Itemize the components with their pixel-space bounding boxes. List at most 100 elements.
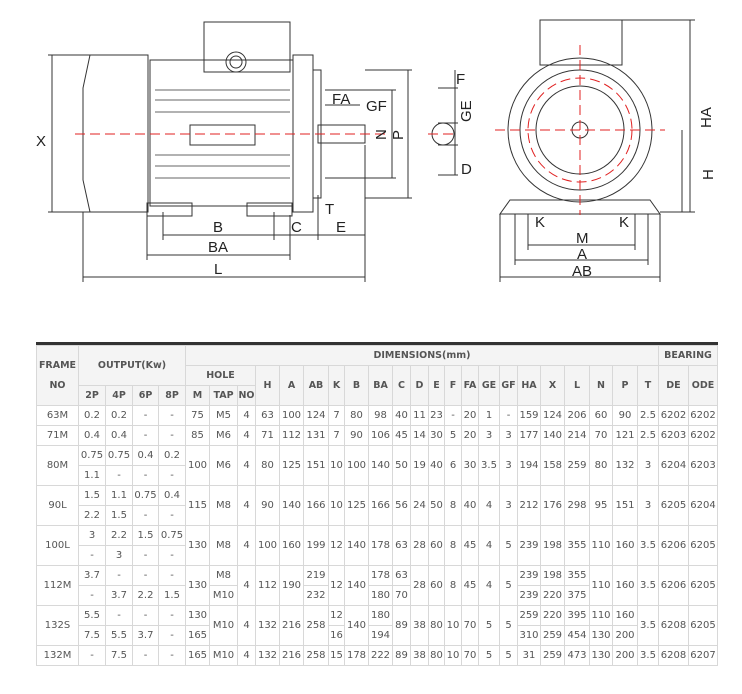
table-cell: 3.7 xyxy=(105,585,133,606)
table-cell: 158 xyxy=(540,445,565,486)
table-cell: 3.5 xyxy=(637,605,659,646)
table-cell: 3 xyxy=(499,425,518,446)
front-view xyxy=(499,19,695,282)
table-cell: 30 xyxy=(428,425,445,446)
table-cell: 38 xyxy=(410,605,429,646)
table-cell: 6205 xyxy=(658,485,689,526)
table-cell: 355 xyxy=(564,565,590,586)
table-cell: 3.7 xyxy=(78,565,106,586)
column-header: 4P xyxy=(105,385,133,406)
table-cell: 3.7 xyxy=(132,625,159,646)
table-cell: 112 xyxy=(255,565,280,606)
column-header: T xyxy=(637,365,659,406)
table-cell: 232 xyxy=(303,585,329,606)
column-header: N xyxy=(589,365,613,406)
center-lines xyxy=(75,45,665,215)
table-cell: 4 xyxy=(478,485,500,526)
table-cell: 212 xyxy=(517,485,541,526)
table-cell: 206 xyxy=(564,405,590,426)
table-cell: 6208 xyxy=(658,605,689,646)
table-cell: 125 xyxy=(279,445,304,486)
table-cell: 130 xyxy=(589,645,613,666)
table-cell: 7.5 xyxy=(105,645,133,666)
table-cell: 219 xyxy=(303,565,329,586)
dim-ge: GE xyxy=(458,100,475,122)
column-header: HA xyxy=(517,365,541,406)
table-cell: 132 xyxy=(612,445,638,486)
table-cell: 45 xyxy=(461,525,479,566)
table-cell: 38 xyxy=(410,645,429,666)
table-cell: 160 xyxy=(279,525,304,566)
table-cell: 190 xyxy=(279,565,304,606)
table-cell: 1 xyxy=(478,405,500,426)
table-cell: 375 xyxy=(564,585,590,606)
table-cell: - xyxy=(444,405,462,426)
table-cell: 98 xyxy=(368,405,393,426)
table-cell: 90L xyxy=(36,485,79,526)
column-header: DE xyxy=(658,365,689,406)
table-cell: 63 xyxy=(255,405,280,426)
table-cell: 151 xyxy=(612,485,638,526)
table-cell: 4 xyxy=(237,605,256,646)
table-cell: 1.5 xyxy=(78,485,106,506)
table-cell: 6 xyxy=(444,445,462,486)
dim-t: T xyxy=(325,201,334,218)
table-cell: 110 xyxy=(589,525,613,566)
column-header: A xyxy=(279,365,304,406)
table-cell: 140 xyxy=(344,605,369,646)
table-cell: 199 xyxy=(303,525,329,566)
table-cell: 7 xyxy=(328,425,345,446)
table-cell: 24 xyxy=(410,485,429,526)
table-cell: 0.75 xyxy=(78,445,106,466)
table-cell: 2.2 xyxy=(132,585,159,606)
table-cell: 15 xyxy=(328,645,345,666)
table-cell: 8 xyxy=(444,565,462,606)
table-cell: 5 xyxy=(478,645,500,666)
table-cell: 200 xyxy=(612,645,638,666)
table-cell: 106 xyxy=(368,425,393,446)
table-cell: - xyxy=(158,505,186,526)
table-cell: 50 xyxy=(392,445,411,486)
table-cell: 12 xyxy=(328,605,345,626)
table-cell: 70 xyxy=(589,425,613,446)
column-header: K xyxy=(328,365,345,406)
table-cell: 6202 xyxy=(658,405,689,426)
table-cell: 6202 xyxy=(688,405,718,426)
table-cell: - xyxy=(105,465,133,486)
table-cell: 216 xyxy=(279,605,304,646)
table-cell: - xyxy=(158,605,186,626)
table-cell: 90 xyxy=(612,405,638,426)
table-cell: 6208 xyxy=(658,645,689,666)
table-cell: 222 xyxy=(368,645,393,666)
dim-h: H xyxy=(700,169,717,180)
table-cell: 0.75 xyxy=(158,525,186,546)
table-cell: 0.4 xyxy=(78,425,106,446)
table-cell: 198 xyxy=(540,565,565,586)
table-cell: 60 xyxy=(428,565,445,606)
dim-k-left: K xyxy=(535,214,545,231)
table-cell: - xyxy=(78,585,106,606)
table-cell: - xyxy=(105,565,133,586)
table-cell: 165 xyxy=(185,625,210,646)
table-cell: 6206 xyxy=(658,565,689,606)
table-cell: 5.5 xyxy=(78,605,106,626)
table-cell: 0.4 xyxy=(158,485,186,506)
dim-p: P xyxy=(390,130,407,140)
table-cell: 110 xyxy=(589,605,613,626)
table-cell: 80 xyxy=(589,445,613,486)
table-cell: 20 xyxy=(461,425,479,446)
table-cell: 473 xyxy=(564,645,590,666)
table-cell: 4 xyxy=(237,645,256,666)
table-cell: 2.5 xyxy=(637,425,659,446)
table-cell: 11 xyxy=(410,405,429,426)
dim-a: A xyxy=(577,246,587,263)
table-cell: 454 xyxy=(564,625,590,646)
table-cell: 63 xyxy=(392,565,411,586)
table-cell: 0.2 xyxy=(158,445,186,466)
table-cell: - xyxy=(158,625,186,646)
dim-l: L xyxy=(214,261,222,278)
